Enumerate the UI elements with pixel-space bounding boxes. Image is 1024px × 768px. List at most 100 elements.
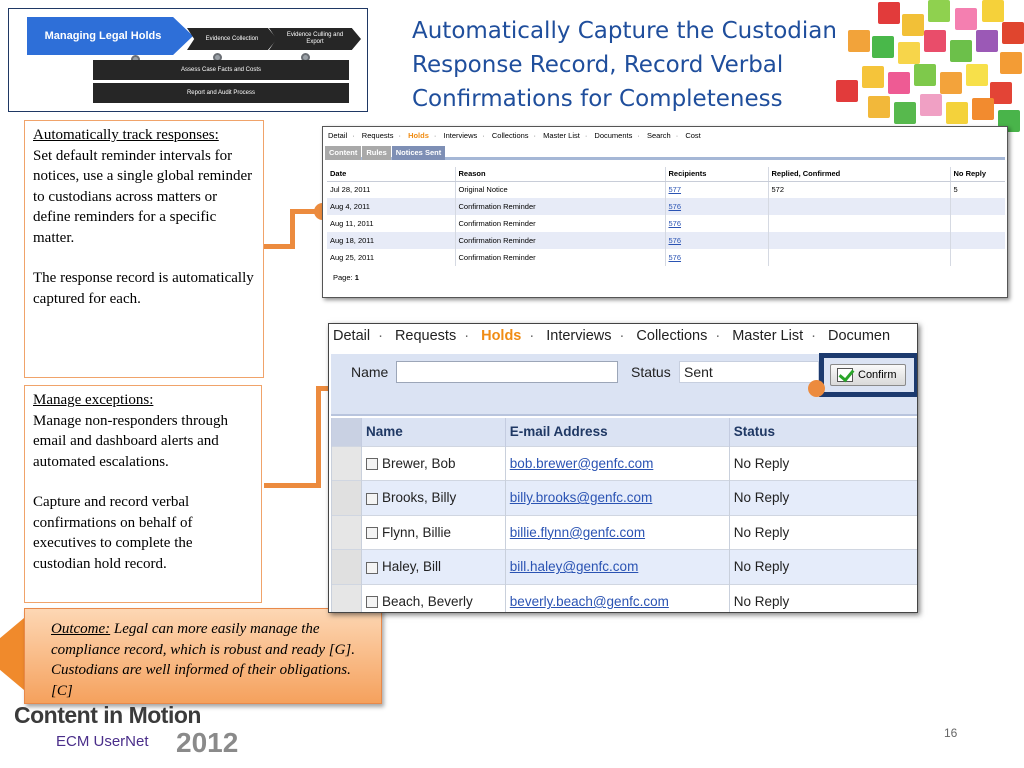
conference-subtitle: ECM UserNet: [56, 733, 149, 750]
email-link[interactable]: billie.flynn@genfc.com: [509, 524, 646, 540]
custodian-table: Name E-mail Address Status Brewer, Bob b…: [331, 418, 917, 612]
nav-interviews[interactable]: Interviews: [443, 131, 478, 140]
column-header[interactable]: Recipients: [664, 167, 768, 182]
tab-notices-sent[interactable]: Notices Sent: [391, 146, 446, 160]
row-checkbox[interactable]: [365, 596, 378, 609]
nav-cost[interactable]: Cost: [685, 131, 701, 140]
exceptions-heading: Manage exceptions:: [33, 392, 154, 408]
nav-interviews[interactable]: Interviews: [546, 328, 612, 344]
nav-master-list[interactable]: Master List: [543, 131, 580, 140]
recipients-link[interactable]: 577: [668, 185, 682, 195]
column-header[interactable]: Replied, Confirmed: [767, 167, 950, 182]
custodian-status: No Reply: [728, 480, 917, 515]
nav-collections[interactable]: Collections: [491, 131, 529, 140]
select-column-header: [331, 418, 362, 446]
recipients-link[interactable]: 576: [668, 253, 682, 262]
track-body: Set default reminder intervals for notic…: [33, 147, 253, 246]
process-step-collection: Evidence Collection: [187, 28, 277, 50]
custodian-name: Flynn, Billie: [381, 524, 451, 540]
replied-count: [767, 198, 950, 215]
table-row: Brooks, Billy billy.brooks@genfc.com No …: [331, 480, 917, 515]
nav-requests[interactable]: Requests: [361, 131, 394, 140]
nav-detail[interactable]: Detail: [333, 328, 371, 344]
nav-search[interactable]: Search: [646, 131, 671, 140]
manage-exceptions-box: Manage exceptions: Manage non-responders…: [24, 385, 262, 603]
no-reply-count: [949, 249, 1005, 266]
arrow-icon: [0, 618, 24, 690]
table-row: Flynn, Billie billie.flynn@genfc.com No …: [331, 514, 917, 550]
column-header[interactable]: E-mail Address: [504, 418, 730, 446]
page-number[interactable]: 1: [354, 273, 359, 282]
conference-logo: Content in Motion: [14, 702, 201, 728]
recipients-link[interactable]: 576: [668, 202, 682, 211]
confirm-label: Confirm: [858, 369, 897, 381]
custodian-status: No Reply: [728, 583, 917, 612]
column-header[interactable]: No Reply: [949, 167, 1005, 182]
track-body-2: The response record is automatically cap…: [33, 270, 254, 307]
custodian-name: Brewer, Bob: [381, 455, 456, 471]
name-label: Name: [351, 364, 389, 380]
column-header[interactable]: Date: [327, 167, 455, 182]
row-checkbox[interactable]: [365, 458, 378, 471]
status-select[interactable]: Sent: [679, 361, 819, 383]
notice-date: Aug 11, 2011: [330, 219, 374, 228]
notice-reason: Confirmation Reminder: [454, 215, 665, 232]
nav-collections[interactable]: Collections: [636, 328, 708, 344]
replied-count: 572: [767, 181, 950, 198]
confirm-highlight: Confirm: [819, 353, 917, 397]
no-reply-count: [949, 198, 1005, 215]
nav-holds[interactable]: Holds: [408, 131, 429, 140]
notices-nav: Detail· Requests· Holds· Interviews· Col…: [328, 131, 701, 140]
column-header[interactable]: Name: [360, 418, 506, 446]
name-input[interactable]: [396, 361, 618, 383]
slide-title: Automatically Capture the Custodian Resp…: [412, 18, 837, 112]
table-row: Aug 4, 2011 Confirmation Reminder 576: [327, 198, 1005, 215]
notice-reason: Confirmation Reminder: [454, 198, 665, 215]
custodian-name: Haley, Bill: [381, 559, 441, 575]
confirm-button[interactable]: Confirm: [830, 364, 906, 386]
notice-reason: Original Notice: [454, 181, 665, 198]
email-link[interactable]: billy.brooks@genfc.com: [509, 490, 653, 506]
custodian-name: Beach, Beverly: [381, 594, 473, 609]
process-bar-report: Report and Audit Process: [93, 83, 349, 103]
replied-count: [767, 215, 950, 232]
exceptions-body-2: Capture and record verbal confirmations …: [33, 494, 193, 572]
conference-year: 2012: [176, 727, 239, 758]
notice-date: Aug 4, 2011: [327, 198, 455, 215]
column-header[interactable]: Status: [728, 418, 917, 446]
no-reply-count: [949, 232, 1005, 249]
notice-reason: Confirmation Reminder: [454, 249, 665, 266]
tab-content[interactable]: Content: [325, 146, 362, 160]
recipients-link[interactable]: 576: [668, 236, 682, 245]
page-label: Page:: [333, 273, 353, 282]
nav-holds[interactable]: Holds: [481, 328, 522, 344]
nav-documents[interactable]: Documen: [828, 328, 891, 344]
nav-master-list[interactable]: Master List: [732, 328, 804, 344]
email-link[interactable]: bill.haley@genfc.com: [509, 559, 639, 575]
row-checkbox[interactable]: [365, 527, 378, 540]
outcome-box: Outcome: Legal can more easily manage th…: [24, 608, 382, 704]
exceptions-body: Manage non-responders through email and …: [33, 412, 228, 470]
email-link[interactable]: bob.brewer@genfc.com: [509, 455, 654, 471]
no-reply-count: [949, 215, 1005, 232]
row-checkbox[interactable]: [365, 492, 378, 505]
replied-count: [767, 232, 950, 249]
tab-rules[interactable]: Rules: [362, 146, 391, 160]
notices-table: Date Reason Recipients Replied, Confirme…: [327, 167, 1005, 266]
custodian-name: Brooks, Billy: [381, 490, 457, 506]
custodian-nav: Detail· Requests· Holds· Interviews· Col…: [333, 328, 891, 344]
outcome-heading: Outcome:: [51, 621, 111, 637]
column-header[interactable]: Reason: [454, 167, 665, 182]
row-checkbox[interactable]: [365, 561, 378, 574]
notice-date: Jul 28, 2011: [330, 185, 371, 195]
nav-documents[interactable]: Documents: [594, 131, 633, 140]
nav-requests[interactable]: Requests: [394, 328, 457, 344]
nav-detail[interactable]: Detail: [328, 131, 348, 140]
process-diagram: Managing Legal Holds Evidence Collection…: [8, 8, 368, 112]
custodian-status: No Reply: [728, 549, 917, 584]
email-link[interactable]: beverly.beach@genfc.com: [509, 594, 669, 609]
checkmark-icon: [837, 368, 853, 382]
recipients-link[interactable]: 576: [668, 219, 682, 228]
custodian-status: No Reply: [728, 514, 917, 550]
no-reply-count: 5: [949, 181, 1005, 198]
